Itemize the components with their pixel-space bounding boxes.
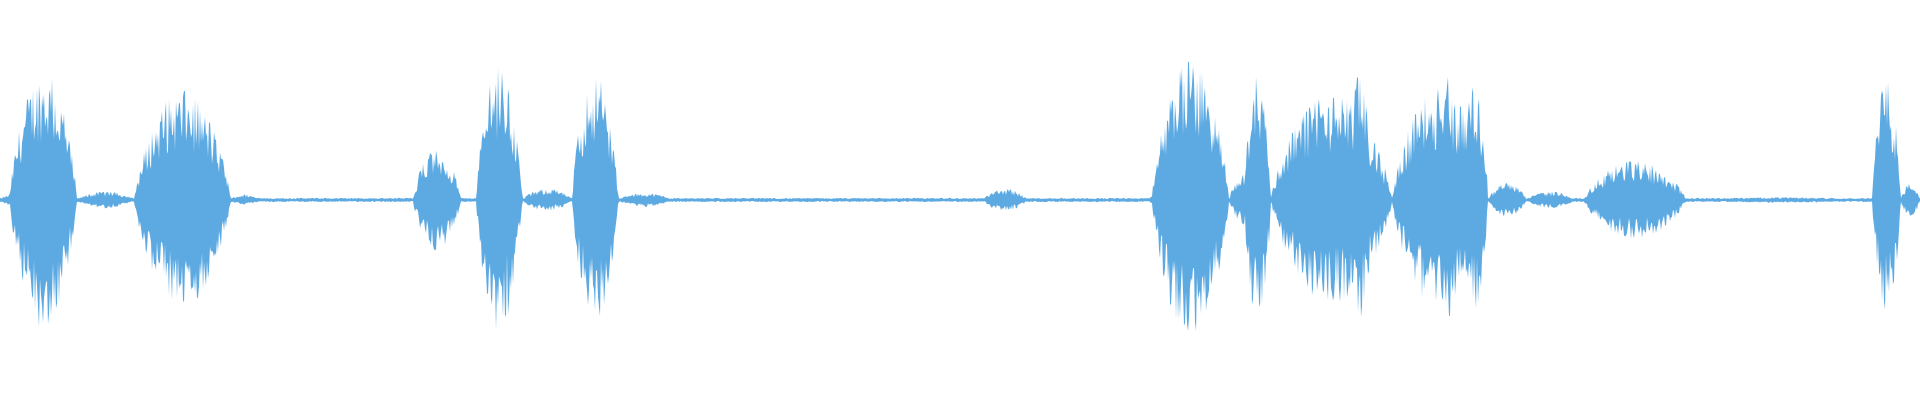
waveform-shape: [0, 61, 1920, 332]
